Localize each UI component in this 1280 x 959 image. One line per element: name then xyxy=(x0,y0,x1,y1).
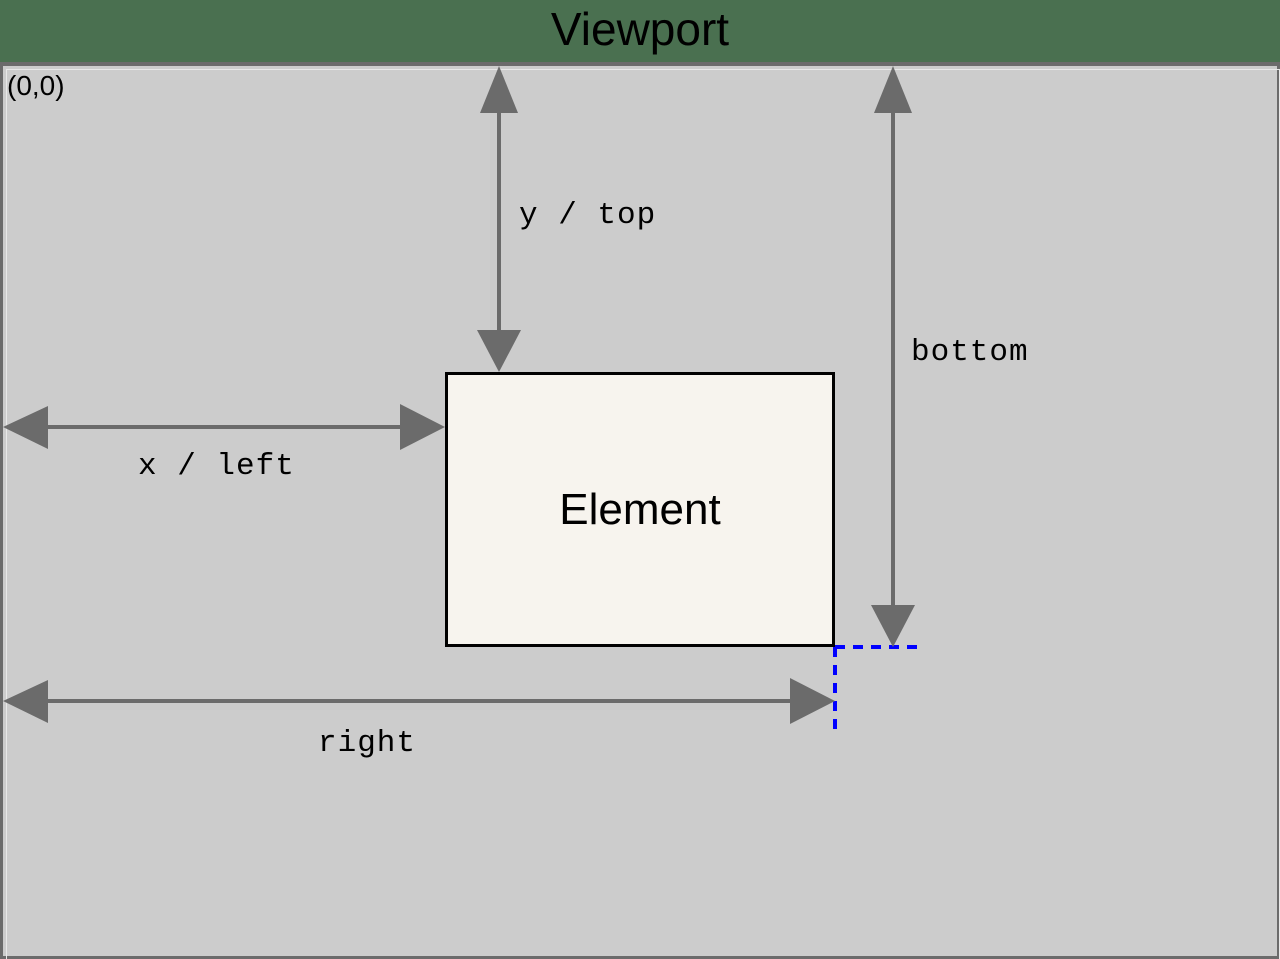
page-title: Viewport xyxy=(550,3,730,55)
header-band xyxy=(0,0,1280,62)
measurement-label-y-top: y / top xyxy=(519,198,657,233)
measurement-label-x-left: x / left xyxy=(138,449,295,484)
measurement-label-bottom: bottom xyxy=(911,335,1029,370)
element-box: Element xyxy=(445,372,835,647)
origin-label: (0,0) xyxy=(7,70,65,101)
element-label: Element xyxy=(559,484,721,534)
measurement-label-right: right xyxy=(318,726,417,761)
